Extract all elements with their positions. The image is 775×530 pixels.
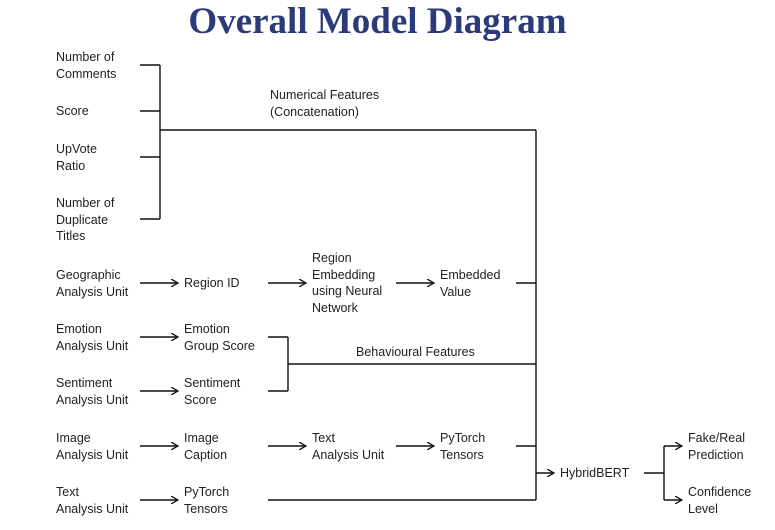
node-text-analysis-unit: Text Analysis Unit bbox=[312, 431, 385, 462]
input-upvote-ratio: UpVote Ratio bbox=[56, 142, 98, 173]
input-emotion-analysis-unit: Emotion Analysis Unit bbox=[56, 322, 129, 353]
node-pytorch-tensors-text: PyTorch Tensors bbox=[184, 485, 230, 516]
node-embedded-value: Embedded Value bbox=[440, 268, 501, 299]
input-number-of-duplicate-titles: Number of Duplicate Titles bbox=[56, 196, 115, 243]
input-score: Score bbox=[56, 104, 89, 118]
diagram-title: Overall Model Diagram bbox=[188, 1, 567, 42]
numerical-features-label: Numerical Features (Concatenation) bbox=[270, 88, 380, 119]
output-confidence-level: Confidence Level bbox=[688, 485, 752, 516]
numerical-bracket bbox=[140, 64, 536, 220]
input-geographic-analysis-unit: Geographic Analysis Unit bbox=[56, 268, 129, 299]
node-pytorch-tensors-image: PyTorch Tensors bbox=[440, 431, 486, 462]
node-image-caption: Image Caption bbox=[184, 431, 228, 462]
input-image-analysis-unit: Image Analysis Unit bbox=[56, 431, 129, 462]
node-sentiment-score: Sentiment Score bbox=[184, 376, 241, 407]
input-number-of-comments: Number of Comments bbox=[56, 50, 117, 81]
input-text-analysis-unit: Text Analysis Unit bbox=[56, 485, 129, 516]
node-region-embedding: Region Embedding using Neural Network bbox=[312, 251, 383, 315]
output-fake-real-prediction: Fake/Real Prediction bbox=[688, 431, 745, 462]
node-region-id: Region ID bbox=[184, 276, 240, 290]
node-emotion-group-score: Emotion Group Score bbox=[184, 322, 255, 353]
behavioural-features-label: Behavioural Features bbox=[356, 345, 475, 359]
input-sentiment-analysis-unit: Sentiment Analysis Unit bbox=[56, 376, 129, 407]
node-hybridbert: HybridBERT bbox=[560, 466, 630, 480]
output-fork bbox=[644, 446, 682, 500]
behavioural-flow bbox=[140, 337, 536, 391]
